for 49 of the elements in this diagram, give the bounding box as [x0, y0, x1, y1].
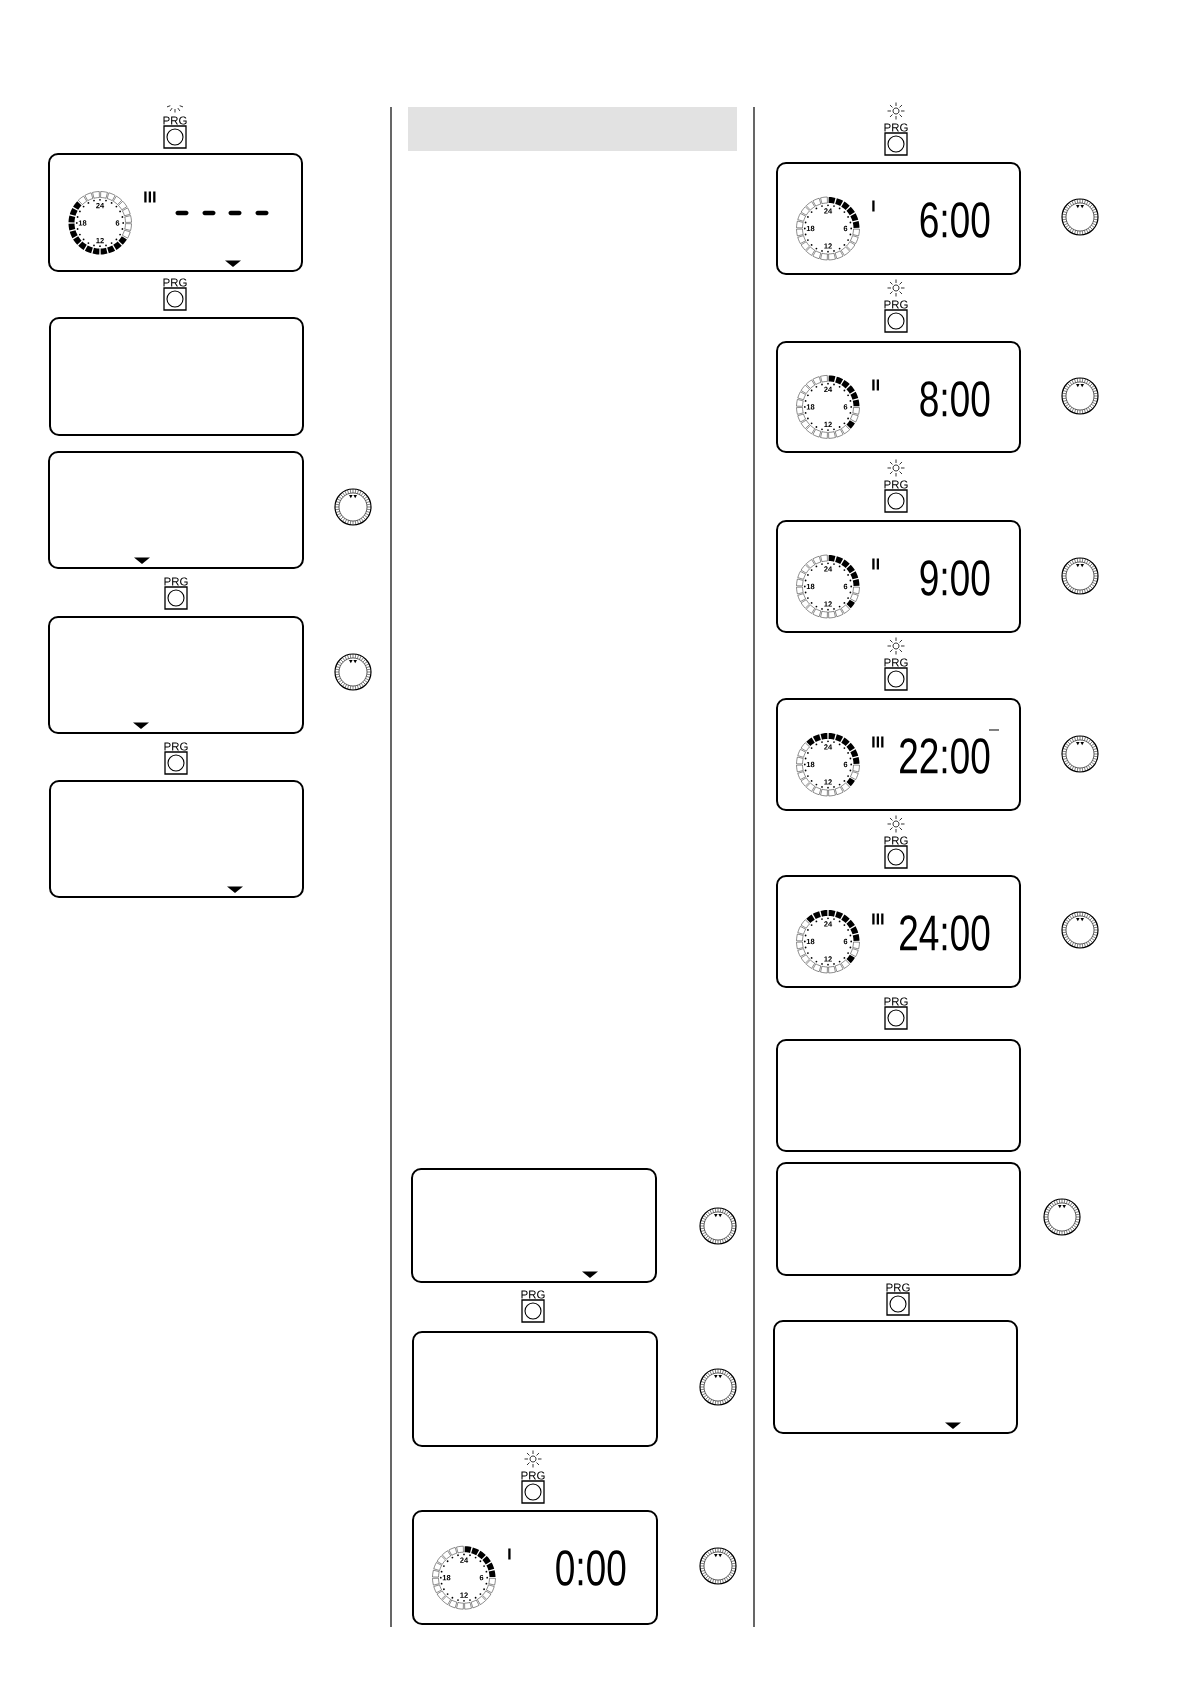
program-indicator: III [144, 191, 156, 203]
node-label: PRG [164, 577, 188, 586]
lcd-display [48, 616, 304, 734]
lcd-display [49, 780, 304, 898]
time-readout: 22:00 [900, 738, 990, 774]
lcd-display [411, 1168, 657, 1283]
heading-band [408, 107, 737, 151]
node-label: PRG [886, 1283, 910, 1292]
time-readout: 0:00 [556, 1550, 626, 1586]
prg-button: PRG [884, 480, 908, 513]
lcd-display [48, 451, 304, 569]
node-label: PRG [884, 658, 908, 667]
lcd-display [776, 1039, 1021, 1152]
lcd-display [49, 317, 304, 436]
time-readout: 8:00 [920, 381, 990, 417]
node-label: PRG [884, 480, 908, 489]
prg-button: PRG [884, 836, 908, 869]
time-readout: 24:00 [900, 915, 990, 951]
lcd-display [776, 1162, 1021, 1276]
node-label: PRG [884, 997, 908, 1006]
prg-button: PRG [164, 742, 188, 775]
program-indicator: II [872, 379, 879, 391]
node-label: PRG [164, 742, 188, 751]
node-label: PRG [163, 116, 187, 125]
time-readout: 6:00 [920, 202, 990, 238]
node-label: PRG [521, 1290, 545, 1299]
program-indicator: III [872, 913, 884, 925]
prg-button: PRG [884, 300, 908, 333]
prg-button: PRG [884, 997, 908, 1030]
program-indicator: I [872, 200, 875, 212]
time-readout: 9:00 [920, 560, 990, 596]
lcd-display [412, 1331, 658, 1447]
node-label: PRG [884, 300, 908, 309]
program-indicator: III [872, 736, 884, 748]
prg-button: PRG [884, 123, 908, 156]
lcd-display [773, 1320, 1018, 1434]
prg-button: PRG [886, 1283, 910, 1316]
node-label: PRG [163, 278, 187, 287]
prg-button: PRG [164, 577, 188, 610]
prg-button: PRG [884, 658, 908, 691]
program-indicator: II [872, 558, 879, 570]
node-label: PRG [884, 123, 908, 132]
node-label: PRG [521, 1471, 545, 1480]
node-label: PRG [884, 836, 908, 845]
prg-button: PRG [521, 1290, 545, 1323]
program-indicator: I [508, 1548, 511, 1560]
prg-button: PRG [163, 278, 187, 311]
prg-button: PRG [521, 1471, 545, 1504]
prg-button: PRG [163, 116, 187, 149]
